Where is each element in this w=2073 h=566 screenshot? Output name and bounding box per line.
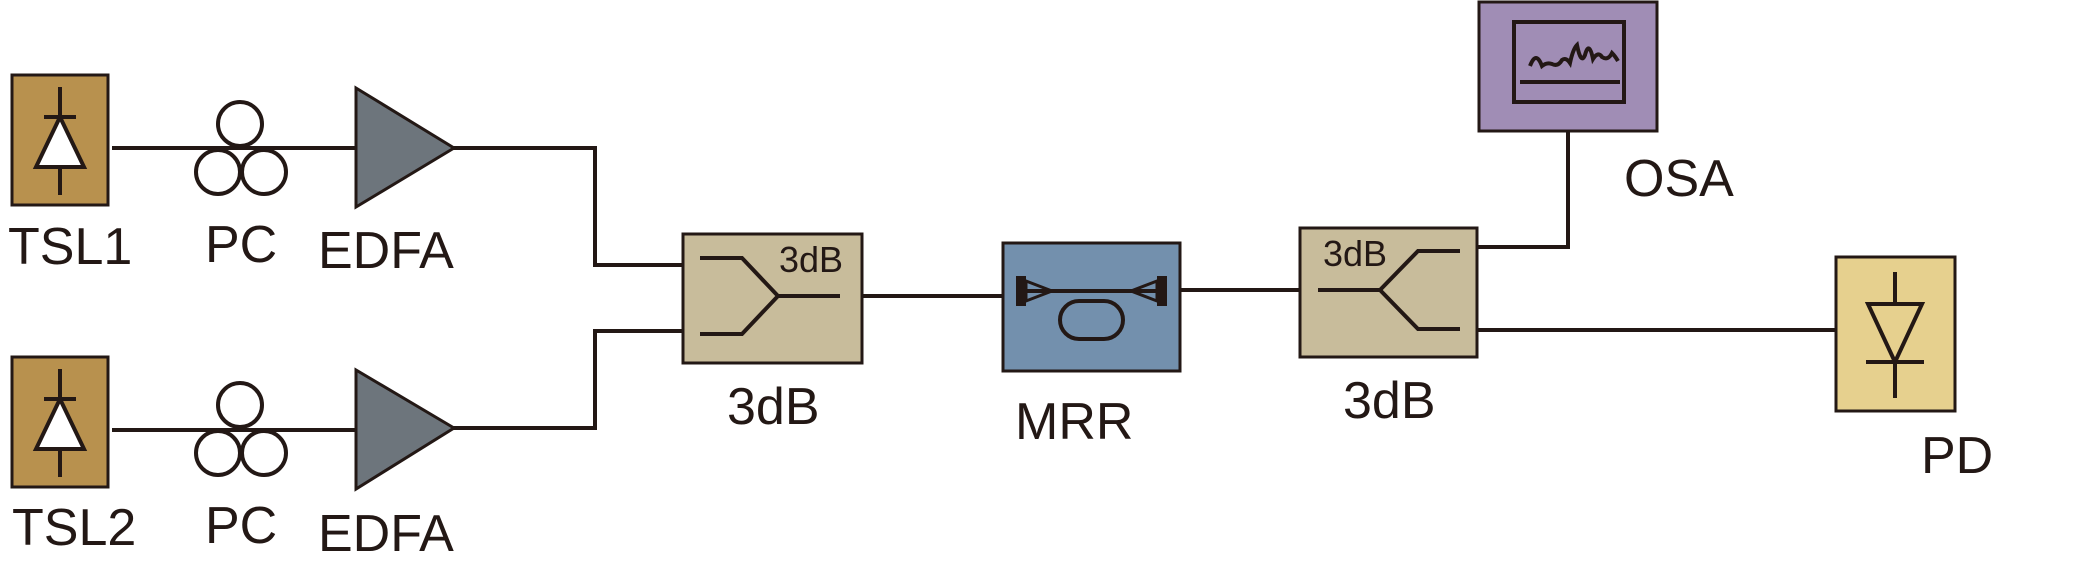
fiber-edfa1-to-coupler1 [452, 146, 683, 267]
osa-spectrum-analyzer: OSA [1477, 0, 1734, 208]
edfa1-label: EDFA [318, 222, 454, 280]
coupler2-3db: 3dB 3dB [1298, 226, 1479, 430]
spectrum-analyzer-icon [1512, 20, 1626, 104]
edfa2-label: EDFA [318, 505, 454, 563]
polarization-controller-icon [194, 381, 288, 477]
pd-photodiode: PD [1834, 255, 1993, 485]
coupler1-inner-label: 3dB [779, 239, 843, 280]
fiber-coupler2-to-osa [1477, 131, 1570, 249]
pc1-label: PC [205, 216, 277, 274]
pd-label: PD [1921, 427, 1993, 485]
coupler1-label: 3dB [727, 378, 820, 436]
fiber-edfa2-to-coupler1 [452, 329, 683, 430]
laser-diode-icon [32, 369, 88, 477]
mrr-microring-resonator: MRR [1001, 241, 1182, 451]
tsl1-label: TSL1 [8, 218, 132, 276]
coupler2-label: 3dB [1343, 372, 1436, 430]
fiber-coupler-icon [1318, 249, 1460, 331]
fiber-coupler-icon [700, 256, 840, 336]
coupler2-inner-label: 3dB [1323, 233, 1387, 274]
mrr-label: MRR [1015, 393, 1133, 451]
tsl2-label: TSL2 [12, 499, 136, 557]
pc1-polarization-controller: PC [194, 100, 288, 274]
pc2-polarization-controller: PC [194, 381, 288, 555]
amplifier-triangle-icon [354, 85, 457, 210]
tsl2-laser: TSL2 [10, 355, 136, 557]
polarization-controller-icon [194, 100, 288, 196]
coupler1-box [681, 232, 864, 365]
pc2-label: PC [205, 497, 277, 555]
fiber-connections [112, 131, 1836, 432]
amplifier-triangle-icon [354, 367, 457, 492]
osa-label: OSA [1624, 150, 1734, 208]
microring-resonator-icon [1016, 276, 1167, 341]
coupler1-3db: 3dB 3dB [681, 232, 864, 436]
laser-diode-icon [32, 87, 88, 195]
tsl1-laser: TSL1 [8, 73, 132, 276]
photodiode-icon [1864, 272, 1926, 398]
edfa1-amplifier: EDFA [318, 85, 457, 280]
edfa2-amplifier: EDFA [318, 367, 457, 563]
